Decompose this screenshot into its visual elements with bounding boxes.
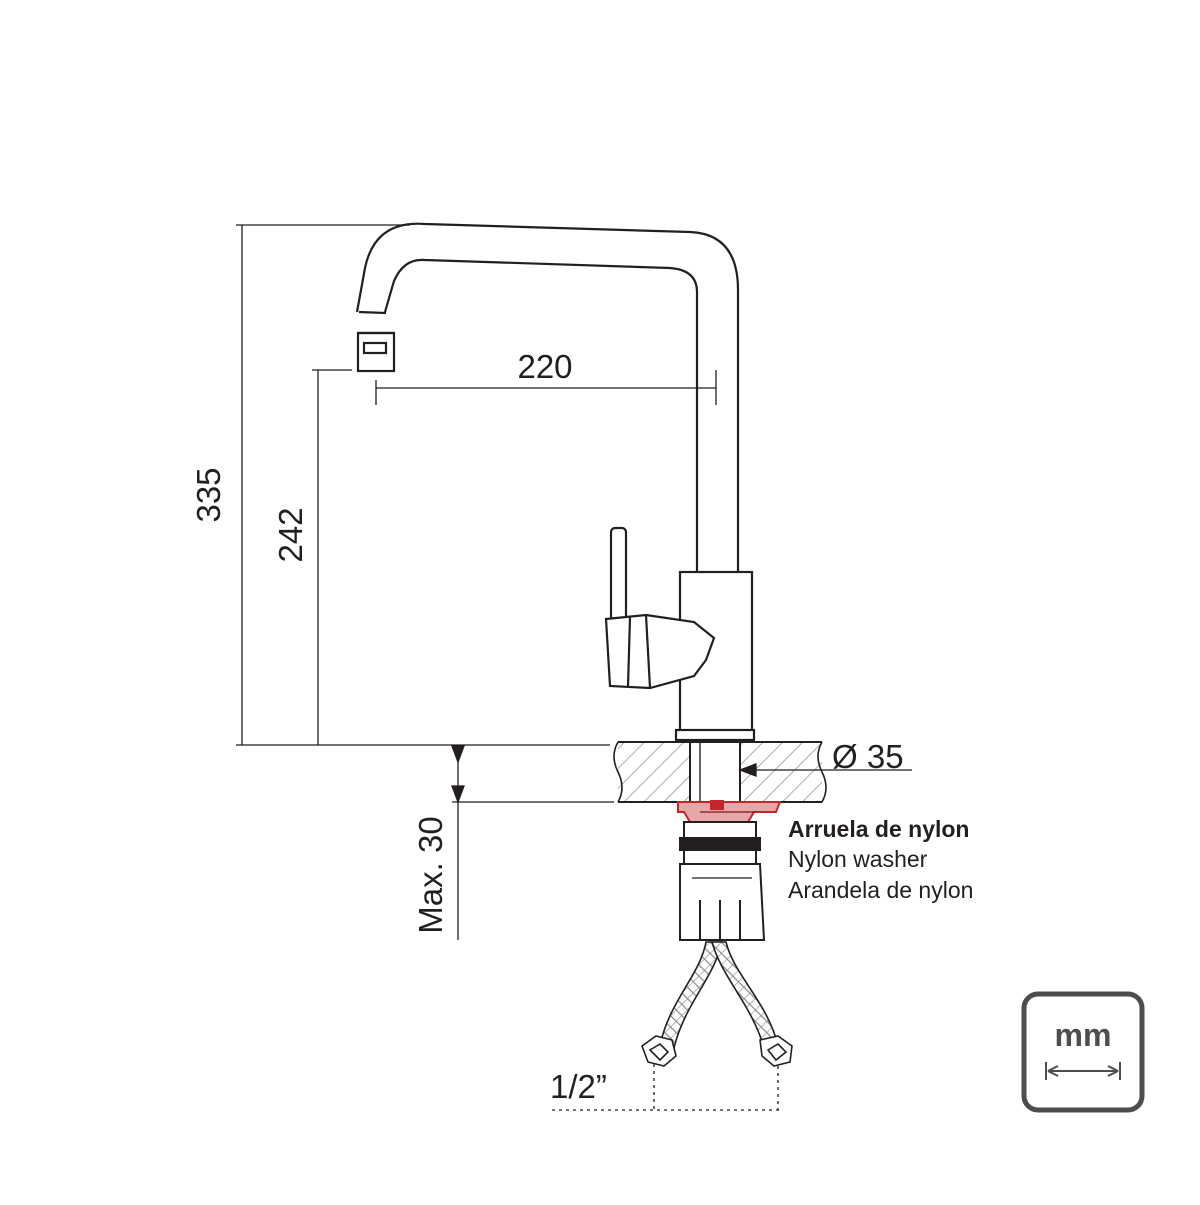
washer-label-pt: Arruela de nylon <box>788 816 969 842</box>
hose-fitting-right <box>759 1035 793 1067</box>
dim-diameter: Ø 35 <box>832 738 904 775</box>
washer-label-en: Nylon washer <box>788 846 928 872</box>
unit-badge: mm <box>1021 991 1145 1113</box>
dim-max-thickness: Max. 30 <box>412 816 449 933</box>
nylon-washer <box>677 800 782 823</box>
flexible-hoses <box>641 941 793 1067</box>
lever-hub <box>604 613 716 690</box>
unit-label: mm <box>1055 1017 1112 1053</box>
hose-fitting-left <box>641 1035 677 1067</box>
spout-inner <box>383 258 699 572</box>
washer-label: Arruela de nylon Nylon washer Arandela d… <box>788 816 973 903</box>
dim-reach: 220 <box>517 348 572 385</box>
countertop-section <box>613 741 827 803</box>
dimension-lines <box>236 224 912 1111</box>
washer-label-es: Arandela de nylon <box>788 877 973 903</box>
fixing-nut <box>679 821 766 941</box>
dim-height-spout: 242 <box>272 507 309 562</box>
base-collar <box>674 728 756 742</box>
faucet-body <box>355 222 756 742</box>
double-arrow-icon <box>1045 1062 1121 1080</box>
spout-outer <box>355 222 740 572</box>
dim-hose-thread: 1/2” <box>550 1068 607 1105</box>
dim-height-total: 335 <box>190 467 227 522</box>
mounting-shank <box>689 741 741 803</box>
lever-stick <box>609 526 628 622</box>
